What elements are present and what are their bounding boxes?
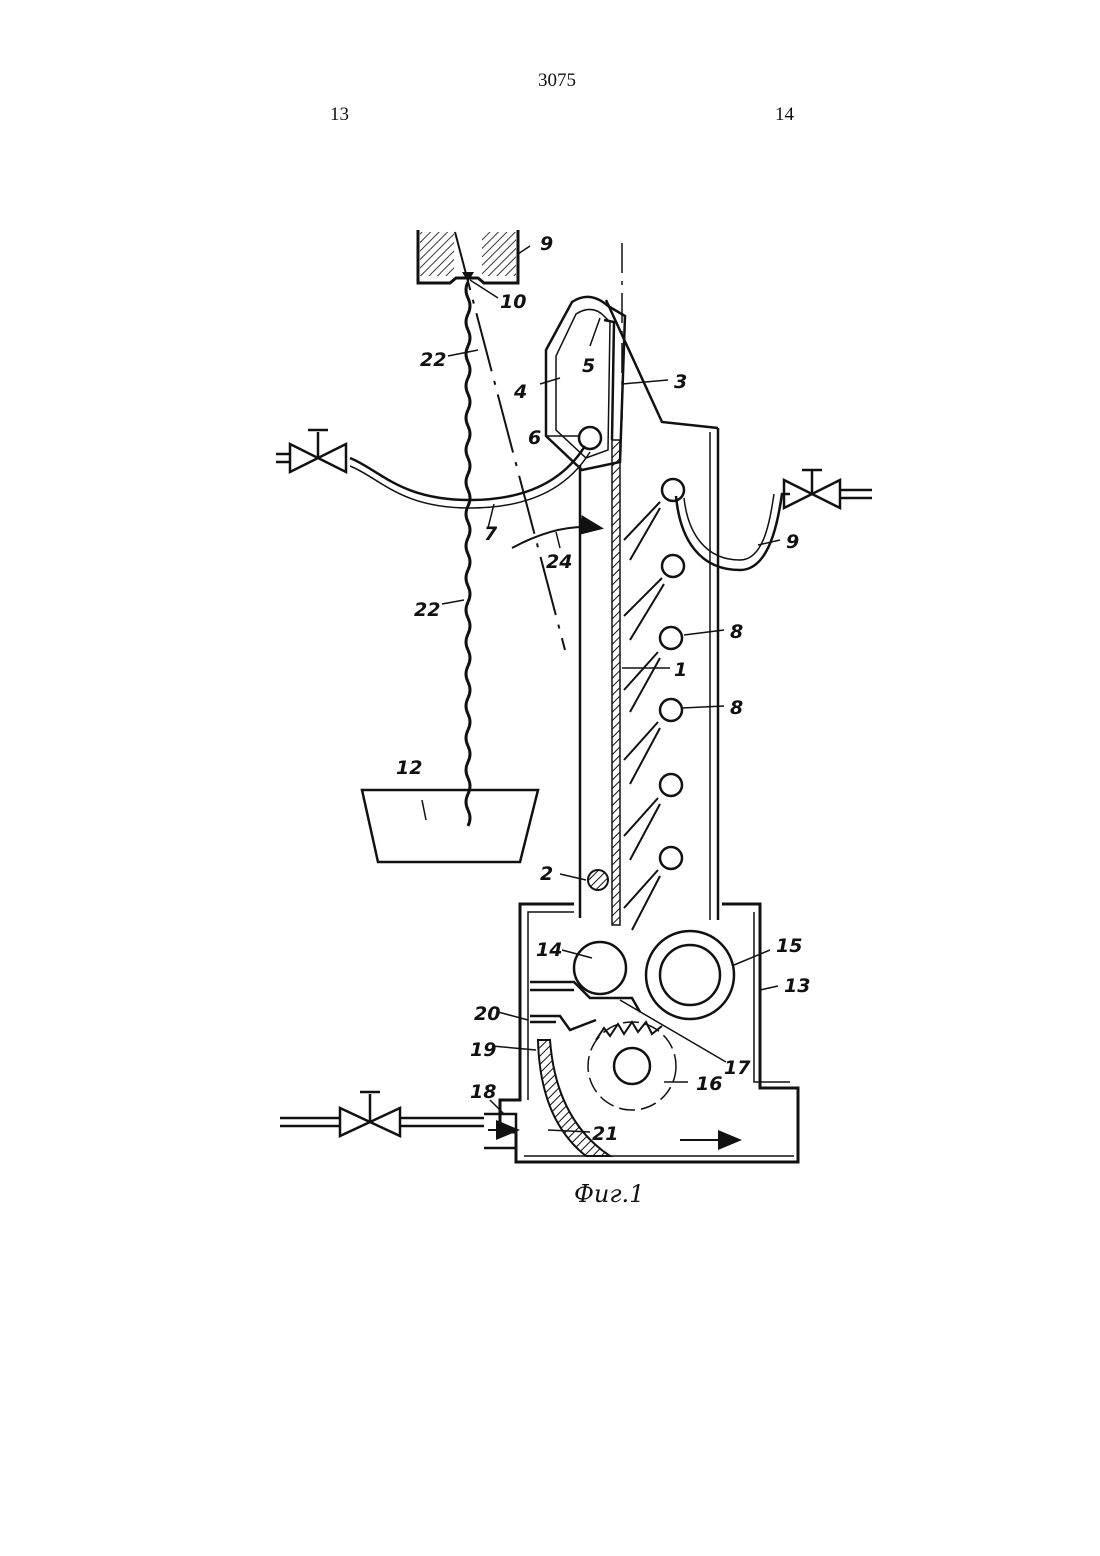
label-8-upper: 8 — [730, 621, 743, 643]
label-18: 18 — [470, 1081, 496, 1103]
water-supply-pipe-right — [676, 470, 872, 570]
label-15: 15 — [776, 935, 802, 957]
label-13: 13 — [784, 975, 810, 997]
label-5: 5 — [582, 355, 595, 377]
rod — [588, 870, 608, 890]
water-supply-pipe-left — [276, 430, 590, 508]
collection-container — [362, 790, 538, 862]
label-3: 3 — [674, 371, 687, 393]
label-12: 12 — [396, 757, 422, 779]
spinneret-holder — [418, 230, 518, 283]
label-6: 6 — [528, 427, 541, 449]
label-10: 9 — [540, 233, 553, 255]
label-8-lower: 8 — [730, 697, 743, 719]
label-19: 19 — [470, 1039, 496, 1061]
label-17: 17 — [724, 1057, 751, 1079]
label-23: 22 — [420, 349, 446, 371]
label-4: 4 — [513, 381, 527, 403]
label-22: 22 — [414, 599, 440, 621]
label-14: 14 — [536, 939, 562, 961]
label-11: 10 — [500, 291, 526, 313]
label-21: 21 — [592, 1123, 618, 1145]
label-1: 1 — [674, 659, 687, 681]
figure-caption: Фиг.1 — [574, 1180, 644, 1208]
spray-nozzles — [624, 479, 684, 930]
label-20: 20 — [474, 1003, 500, 1025]
label-24: 24 — [546, 551, 572, 573]
label-2: 2 — [540, 863, 553, 885]
airflow-arrow — [512, 527, 600, 548]
treatment-column — [546, 297, 718, 925]
label-9: 9 — [786, 531, 799, 553]
label-16: 16 — [696, 1073, 722, 1095]
fiber-bundle — [466, 282, 470, 826]
label-7: 7 — [484, 523, 498, 545]
